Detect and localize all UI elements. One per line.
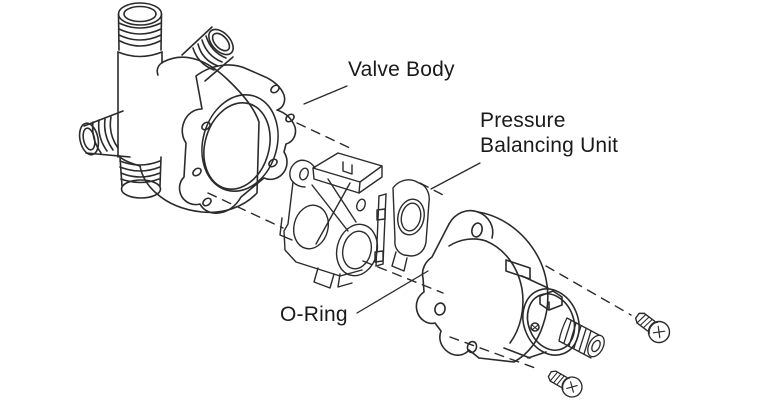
valve-stem (558, 317, 605, 359)
top-pipe (117, 2, 163, 158)
o-ring-drawing (374, 193, 387, 267)
valve-body-drawing (78, 2, 297, 214)
balancing-cartridge-drawing (279, 152, 430, 289)
mounting-screw-1 (634, 312, 671, 344)
valve-body-leader-line (303, 85, 348, 105)
pressure-balancing-unit-drawing (415, 209, 605, 363)
assembly-axis-dashed-lines (207, 122, 632, 370)
o-ring-leader-line (356, 270, 429, 314)
o-ring-label: O-Ring (280, 303, 348, 326)
valve-body-label: Valve Body (348, 58, 455, 81)
left-pipe (78, 110, 131, 158)
valve-body-flange (178, 64, 297, 214)
bottom-pipe (119, 156, 162, 199)
pressure-balancing-unit-label: Pressure Balancing Unit (480, 109, 619, 157)
mounting-screw-2 (547, 370, 583, 398)
upper-right-pipe (181, 26, 234, 82)
pressure-balancing-unit-leader-line (430, 162, 481, 190)
